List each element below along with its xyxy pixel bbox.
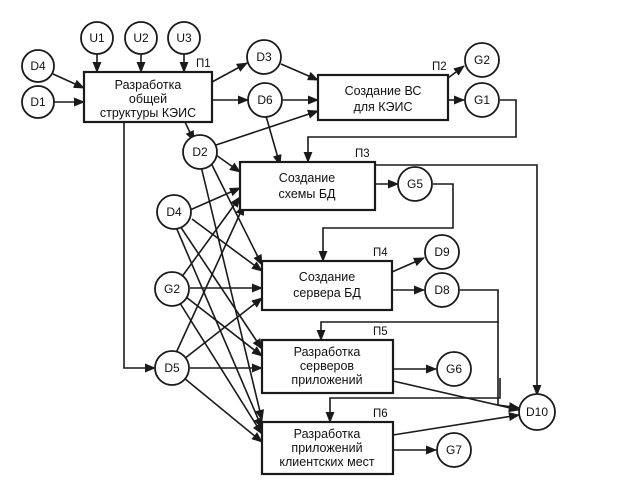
node-g2-top: G2 [464,42,500,78]
node-d6: D6 [247,82,283,118]
process-p1-id: П1 [196,58,211,70]
process-p3-id: П3 [355,148,370,160]
node-d8: D8 [424,272,460,308]
edge-d2-p2 [215,109,320,146]
edge-p1-d3 [211,62,248,83]
node-d9: D9 [424,234,460,270]
edge-p6-d10 [392,412,521,436]
node-d6-label: D6 [257,93,273,107]
process-p6-line1: Разработка [294,427,361,441]
process-p4-id: П4 [373,247,388,259]
edge-d5-p4 [183,297,263,360]
node-d10-label: D10 [526,405,548,419]
edge-d2-p6 [199,161,265,422]
node-d4-top: D4 [21,49,55,83]
process-p2: П2 Создание ВС для КЭИС [316,61,450,122]
node-u2: U2 [124,21,158,55]
process-p2-id: П2 [432,61,447,73]
node-d2: D2 [182,134,218,170]
node-u3-label: U3 [176,31,192,45]
process-p2-line2: для КЭИС [353,100,412,114]
process-p5-line1: Разработка [294,345,361,359]
node-d4: D4 [156,194,192,230]
node-d4-top-label: D4 [30,59,46,73]
node-g7: G7 [436,432,472,468]
node-g1-label: G1 [474,93,490,107]
node-g2-top-label: G2 [474,53,490,67]
process-p6-line2: приложений [291,441,362,455]
node-d3-label: D3 [256,50,272,64]
node-g7-label: G7 [446,443,462,457]
node-g6: G6 [436,351,472,387]
edge-d5-p3 [175,203,245,354]
node-u1-label: U1 [89,31,105,45]
process-p6-line3: клиентских мест [279,455,375,469]
edge-g1-p3 [303,99,517,164]
node-g5: G5 [397,166,433,202]
node-d1-label: D1 [30,95,46,109]
process-p3-line2: схемы БД [278,187,336,201]
process-p5: П5 Разработка серверов приложений [260,326,395,395]
node-g2-label: G2 [164,282,180,296]
node-g6-label: G6 [446,362,462,376]
process-p4: П4 Создание сервера БД [260,247,394,312]
edge-d5-p6 [183,377,263,443]
edge-d8-d10 [497,322,521,412]
edge-g2-p5 [185,296,263,357]
node-d4-label: D4 [166,205,182,219]
edge-d4-p1 [52,73,86,89]
process-p1: П1 Разработка общей структуры КЭИС [82,58,214,124]
edge-p4-d9 [391,257,426,273]
edge-d4-p3 [189,187,242,211]
node-d8-label: D8 [434,283,450,297]
node-d5-label: D5 [164,361,180,375]
node-d3: D3 [246,39,282,75]
process-p5-line2: серверов [300,359,355,373]
edge-p1-d5 [123,122,157,373]
edge-d2-p3 [215,154,241,173]
edge-d4-p4 [191,218,263,272]
edge-g5-p4 [318,183,454,263]
node-d5: D5 [154,350,190,386]
edge-d6-p3 [265,115,282,167]
process-p4-line2: сервера БД [293,286,361,300]
node-d9-label: D9 [434,245,450,259]
node-u1: U1 [80,21,114,55]
process-p1-line1: Разработка [115,78,182,92]
node-g5-label: G5 [407,177,423,191]
edge-d4-p6 [175,226,263,430]
node-u3: U3 [167,21,201,55]
node-d1: D1 [21,85,55,119]
edge-p3-d10 [375,164,542,397]
node-d2-label: D2 [192,145,208,159]
process-p5-line3: приложений [291,373,362,387]
edge-d4-p5 [179,225,263,350]
edge-p5-d10 [392,380,521,413]
process-p3: П3 Создание схемы БД [238,148,377,212]
edge-d2-p4 [209,160,263,267]
edge-p5-p6 [325,378,501,424]
process-p6-id: П6 [373,408,388,420]
process-p4-line1: Создание [299,270,355,284]
connections [52,53,542,455]
edge-g2-p6 [177,299,263,435]
node-g2: G2 [154,271,190,307]
process-p1-line3: структуры КЭИС [100,106,196,120]
node-g1: G1 [464,82,500,118]
node-d10: D10 [518,393,556,431]
edge-g2-p3 [180,196,241,279]
edge-p2-g2 [447,65,465,79]
process-p6: П6 Разработка приложений клиентских мест [260,408,395,476]
process-p3-line1: Создание [279,171,335,185]
edge-d3-p2 [280,63,320,81]
process-p1-line2: общей [129,92,167,106]
node-u2-label: U2 [133,31,149,45]
process-p2-line1: Создание ВС [345,84,422,98]
process-p5-id: П5 [373,326,388,338]
